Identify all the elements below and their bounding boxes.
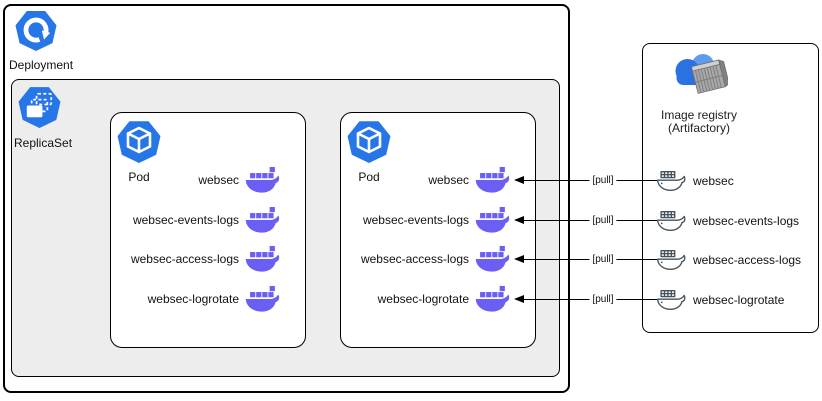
registry-image-row: websec-events-logs xyxy=(656,206,799,236)
pull-arrow: [pull] xyxy=(514,294,657,306)
container-label: websec-events-logs xyxy=(132,213,239,227)
docker-whale-icon xyxy=(474,284,514,314)
docker-whale-icon xyxy=(474,244,514,274)
container-row: websec-access-logs xyxy=(131,244,284,274)
k8s-pod-icon xyxy=(116,118,162,164)
pod-box-2: Pod websec websec-events-logs websec-acc… xyxy=(340,112,536,348)
deployment-box: Deployment ReplicaSet Pod websec websec-… xyxy=(3,4,570,393)
pull-label: [pull] xyxy=(589,294,617,306)
registry-image-label: websec xyxy=(693,174,734,188)
docker-whale-icon xyxy=(244,165,284,195)
container-row: websec-events-logs xyxy=(133,205,284,235)
docker-whale-outline-icon xyxy=(656,168,690,194)
pod-label: Pod xyxy=(358,170,380,184)
k8s-deployment-icon xyxy=(14,8,58,52)
replicaset-label: ReplicaSet xyxy=(14,136,73,150)
container-label: websec-logrotate xyxy=(147,292,239,306)
docker-whale-outline-icon xyxy=(656,208,690,234)
pull-arrow: [pull] xyxy=(514,254,657,266)
registry-image-label: websec-events-logs xyxy=(693,214,800,228)
container-label: websec-access-logs xyxy=(360,252,469,266)
registry-title-line2: (Artifactory) xyxy=(667,121,730,135)
image-registry-box: Image registry (Artifactory) websec webs… xyxy=(642,43,819,333)
container-row: websec-logrotate xyxy=(148,284,284,314)
left-arrowhead-icon xyxy=(514,175,524,184)
container-label: websec xyxy=(198,173,239,187)
left-arrowhead-icon xyxy=(514,254,524,263)
container-label: websec-logrotate xyxy=(377,292,469,306)
pull-label: [pull] xyxy=(589,254,617,266)
docker-whale-icon xyxy=(474,205,514,235)
docker-whale-icon xyxy=(474,165,514,195)
docker-whale-outline-icon xyxy=(656,247,690,273)
registry-image-row: websec-logrotate xyxy=(656,285,784,315)
left-arrowhead-icon xyxy=(514,215,524,224)
container-row: websec-access-logs xyxy=(361,244,514,274)
registry-image-row: websec-access-logs xyxy=(656,245,801,275)
pull-arrow: [pull] xyxy=(514,215,657,227)
container-label: websec-access-logs xyxy=(130,252,239,266)
docker-whale-icon xyxy=(244,244,284,274)
pull-label: [pull] xyxy=(589,175,617,187)
deployment-label: Deployment xyxy=(9,58,74,72)
replicaset-box: ReplicaSet Pod websec websec-events-logs… xyxy=(11,79,560,377)
pod-label: Pod xyxy=(128,170,150,184)
cloud-container-registry-icon xyxy=(672,49,728,107)
pod-box-1: Pod websec websec-events-logs websec-acc… xyxy=(110,112,306,348)
container-row: websec xyxy=(198,165,284,195)
k8s-pod-icon xyxy=(346,118,392,164)
docker-whale-outline-icon xyxy=(656,287,690,313)
container-row: websec-logrotate xyxy=(378,284,514,314)
k8s-replicaset-icon xyxy=(17,84,62,129)
left-arrowhead-icon xyxy=(514,294,524,303)
docker-whale-icon xyxy=(244,284,284,314)
pull-arrow: [pull] xyxy=(514,175,657,187)
docker-whale-icon xyxy=(244,205,284,235)
registry-image-row: websec xyxy=(656,166,734,196)
registry-image-label: websec-logrotate xyxy=(693,293,785,307)
registry-title-line1: Image registry xyxy=(660,108,738,122)
container-label: websec-events-logs xyxy=(362,213,469,227)
pull-label: [pull] xyxy=(589,215,617,227)
container-label: websec xyxy=(428,173,469,187)
registry-image-label: websec-access-logs xyxy=(693,253,802,267)
container-row: websec-events-logs xyxy=(363,205,514,235)
container-row: websec xyxy=(428,165,514,195)
